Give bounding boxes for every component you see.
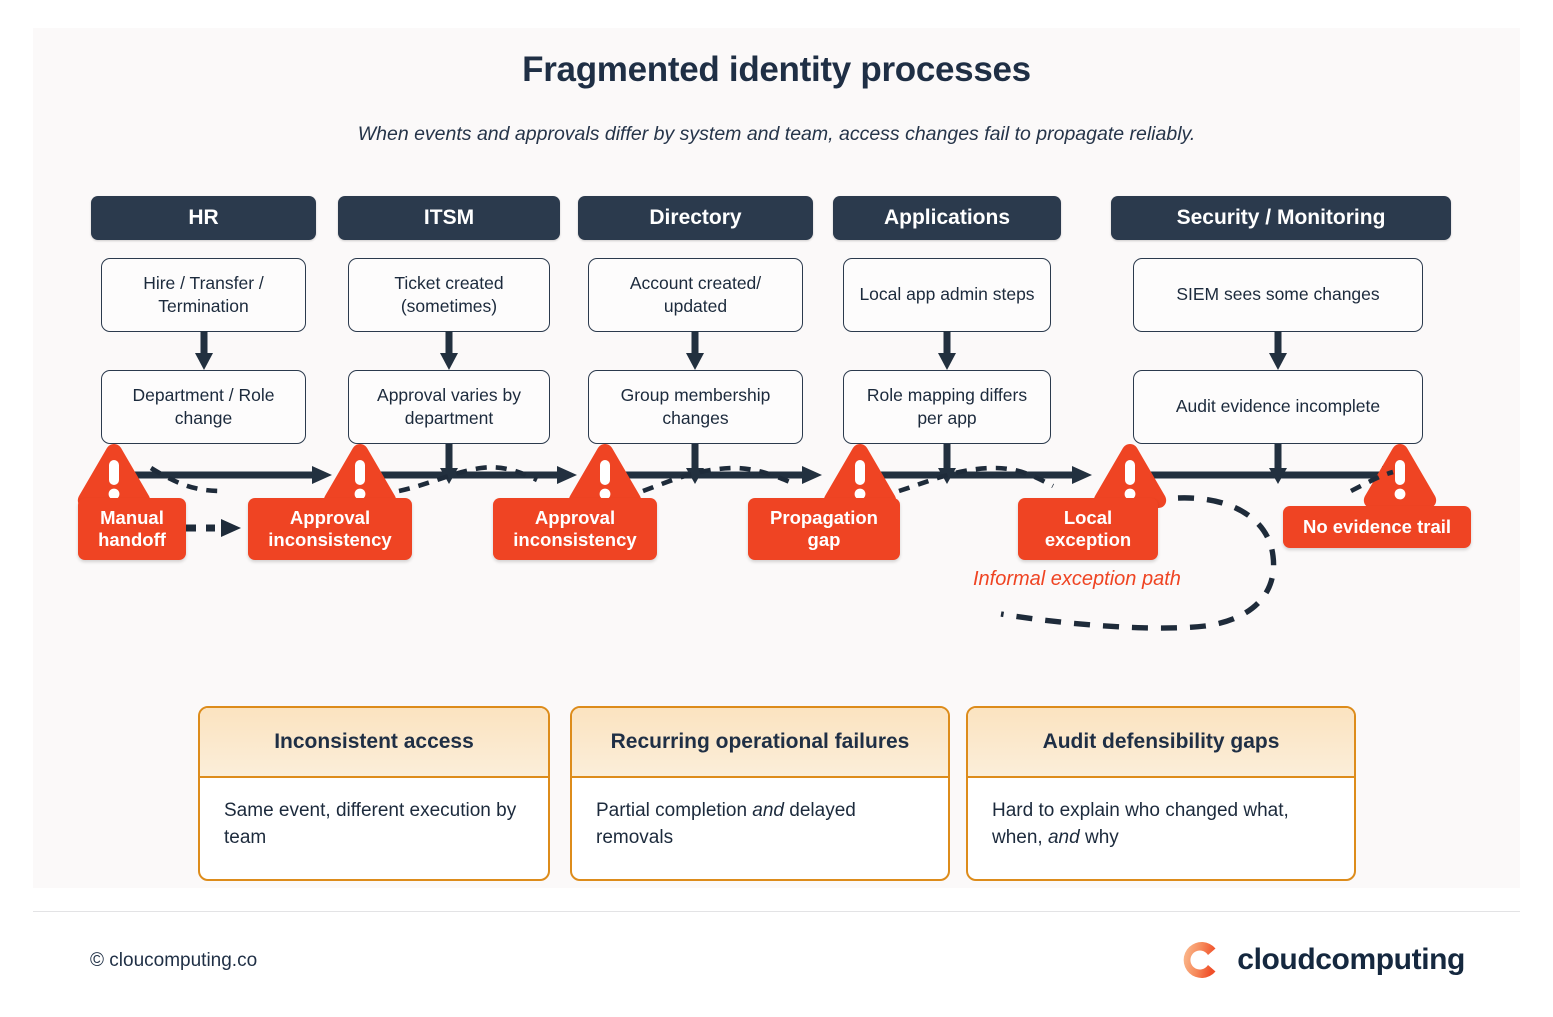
page-title: Fragmented identity processes bbox=[522, 50, 1031, 89]
callout-propagation-gap: Propagation gap bbox=[748, 498, 900, 560]
warning-triangle-icon bbox=[1361, 440, 1439, 510]
summary-card-recurring-operational-failures: Recurring operational failures Partial c… bbox=[570, 706, 950, 881]
vertical-connector-itsm bbox=[438, 331, 460, 371]
informal-exception-path-label: Informal exception path bbox=[973, 568, 1181, 590]
warning-triangle-icon bbox=[321, 440, 399, 510]
column-header-directory: Directory bbox=[578, 196, 813, 240]
summary-card-body: Partial completion and delayed removals bbox=[572, 778, 948, 872]
vertical-connector-directory bbox=[684, 331, 706, 371]
dash-arrowhead-manual-to-approval bbox=[183, 519, 241, 537]
stage-box-itsm-2: Approval varies by department bbox=[348, 370, 550, 444]
logo-wordmark: cloudcomputing bbox=[1237, 943, 1465, 976]
callout-local-exception: Local exception bbox=[1018, 498, 1158, 560]
warning-triangle-icon bbox=[75, 440, 153, 510]
callout-approval-inconsistency-directory: Approval inconsistency bbox=[493, 498, 657, 560]
summary-card-title: Audit defensibility gaps bbox=[968, 708, 1354, 778]
summary-body-post: delayed removals bbox=[596, 800, 856, 848]
column-header-security: Security / Monitoring bbox=[1111, 196, 1451, 240]
column-directory: Directory Account created/ updated Group… bbox=[578, 196, 813, 484]
summary-body-pre: Same event, different execution by team bbox=[224, 800, 517, 848]
vertical-connector-security bbox=[1267, 331, 1289, 371]
warning-triangle-icon bbox=[1091, 440, 1169, 510]
warning-triangle-icon bbox=[566, 440, 644, 510]
cloudcomputing-c-logo-icon bbox=[1183, 942, 1216, 978]
summary-card-title: Recurring operational failures bbox=[572, 708, 948, 778]
summary-card-title: Inconsistent access bbox=[200, 708, 548, 778]
column-header-itsm: ITSM bbox=[338, 196, 560, 240]
stage-box-hr-2: Department / Role change bbox=[101, 370, 306, 444]
diagram-panel: Fragmented identity processes When event… bbox=[33, 28, 1520, 888]
vertical-connector-hr bbox=[193, 331, 215, 371]
stage-box-directory-1: Account created/ updated bbox=[588, 258, 803, 332]
summary-body-em: and bbox=[1047, 826, 1080, 848]
stage-box-applications-1: Local app admin steps bbox=[843, 258, 1051, 332]
stage-box-itsm-1: Ticket created (sometimes) bbox=[348, 258, 550, 332]
summary-card-body: Same event, different execution by team bbox=[200, 778, 548, 872]
stage-box-hr-1: Hire / Transfer / Termination bbox=[101, 258, 306, 332]
stage-box-directory-2: Group membership changes bbox=[588, 370, 803, 444]
callout-approval-inconsistency-itsm: Approval inconsistency bbox=[248, 498, 412, 560]
column-hr: HR Hire / Transfer / Termination Departm… bbox=[91, 196, 316, 444]
brand-logo: cloudcomputing bbox=[1180, 938, 1465, 982]
summary-card-inconsistent-access: Inconsistent access Same event, differen… bbox=[198, 706, 550, 881]
column-security: Security / Monitoring SIEM sees some cha… bbox=[1111, 196, 1451, 484]
page-subtitle: When events and approvals differ by syst… bbox=[357, 123, 1196, 145]
summary-card-body: Hard to explain who changed what, when, … bbox=[968, 778, 1354, 872]
warning-triangle-icon bbox=[821, 440, 899, 510]
summary-body-pre: Partial completion bbox=[596, 800, 753, 821]
summary-body-post: why bbox=[1079, 826, 1119, 848]
summary-body-em: and bbox=[752, 800, 784, 821]
footer-separator bbox=[33, 911, 1520, 912]
column-header-applications: Applications bbox=[833, 196, 1061, 240]
column-header-hr: HR bbox=[91, 196, 316, 240]
stage-box-applications-2: Role mapping differs per app bbox=[843, 370, 1051, 444]
callout-no-evidence-trail: No evidence trail bbox=[1283, 506, 1471, 548]
column-itsm: ITSM Ticket created (sometimes) Approval… bbox=[338, 196, 560, 484]
callout-manual-handoff: Manual handoff bbox=[78, 498, 186, 560]
stage-box-security-1: SIEM sees some changes bbox=[1133, 258, 1423, 332]
column-applications: Applications Local app admin steps Role … bbox=[833, 196, 1061, 484]
summary-card-audit-defensibility-gaps: Audit defensibility gaps Hard to explain… bbox=[966, 706, 1356, 881]
copyright-text: © cloucomputing.co bbox=[90, 950, 258, 971]
summary-body-pre: Hard to explain who changed what, when, bbox=[992, 800, 1289, 848]
vertical-connector-applications bbox=[936, 331, 958, 371]
stage-box-security-2: Audit evidence incomplete bbox=[1133, 370, 1423, 444]
